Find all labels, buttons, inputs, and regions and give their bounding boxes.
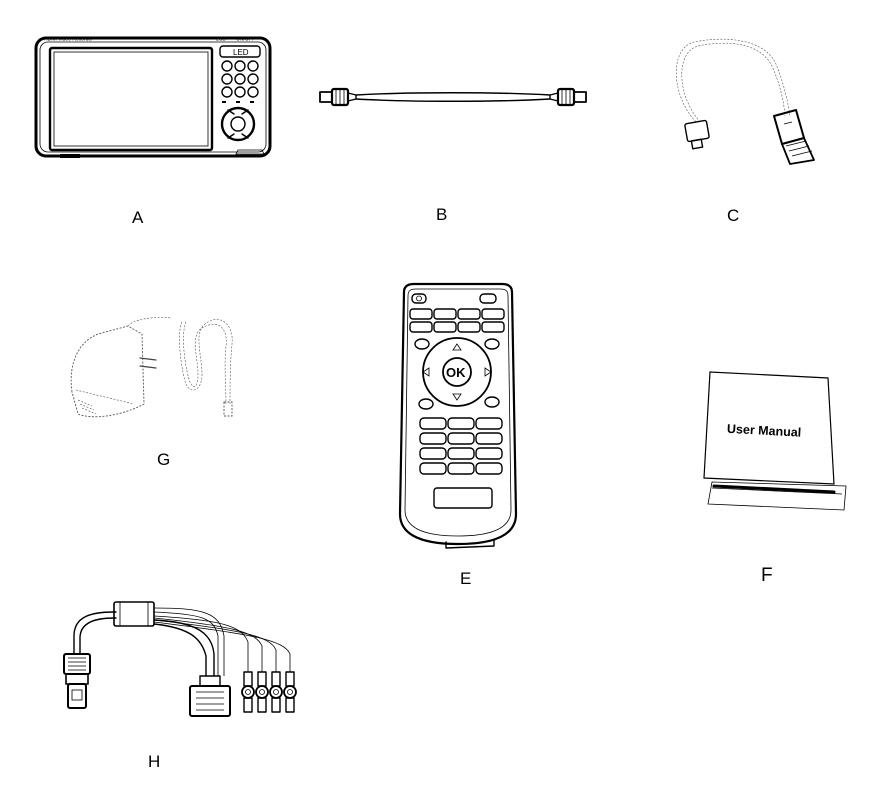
item-g-power-adapter — [62, 304, 252, 430]
rca-connectors — [241, 671, 297, 713]
item-label-f: F — [761, 565, 773, 586]
user-manual-drawing: User Manual — [703, 371, 847, 511]
manual-title-text: User Manual — [727, 422, 802, 440]
item-label-b: B — [436, 205, 448, 224]
item-label-e: E — [460, 569, 472, 588]
item-e-remote-control: OK — [396, 282, 520, 550]
item-c-usb-cable — [664, 34, 834, 166]
item-label-c: C — [727, 206, 740, 225]
power-adapter-drawing — [70, 317, 233, 418]
keypad — [221, 60, 259, 98]
item-f-user-manual: User Manual — [694, 368, 854, 514]
led-text: LED — [233, 48, 249, 57]
lcd-tag-text: LCD — [216, 37, 226, 43]
item-a-video-recorder: HDMI Video Recorder LCD ON/OFF LED — [30, 34, 276, 160]
device-name-text: HDMI Video Recorder — [44, 37, 93, 43]
remote-control-drawing: OK — [398, 282, 518, 549]
item-label-g: G — [157, 450, 171, 469]
usb-cable-drawing — [676, 38, 815, 165]
video-recorder-drawing: HDMI Video Recorder LCD ON/OFF LED — [34, 36, 272, 158]
item-h-breakout-cable — [52, 596, 308, 720]
hdmi-cable-drawing — [319, 87, 587, 107]
item-label-a: A — [132, 208, 144, 227]
top-key-grid — [409, 308, 505, 333]
item-b-hdmi-cable — [318, 82, 588, 114]
onoff-tag-text: ON/OFF — [236, 37, 255, 43]
bottom-key-grid — [419, 417, 503, 475]
ok-text: OK — [446, 365, 466, 380]
breakout-cable-drawing — [63, 601, 297, 717]
item-label-h: H — [148, 752, 161, 771]
